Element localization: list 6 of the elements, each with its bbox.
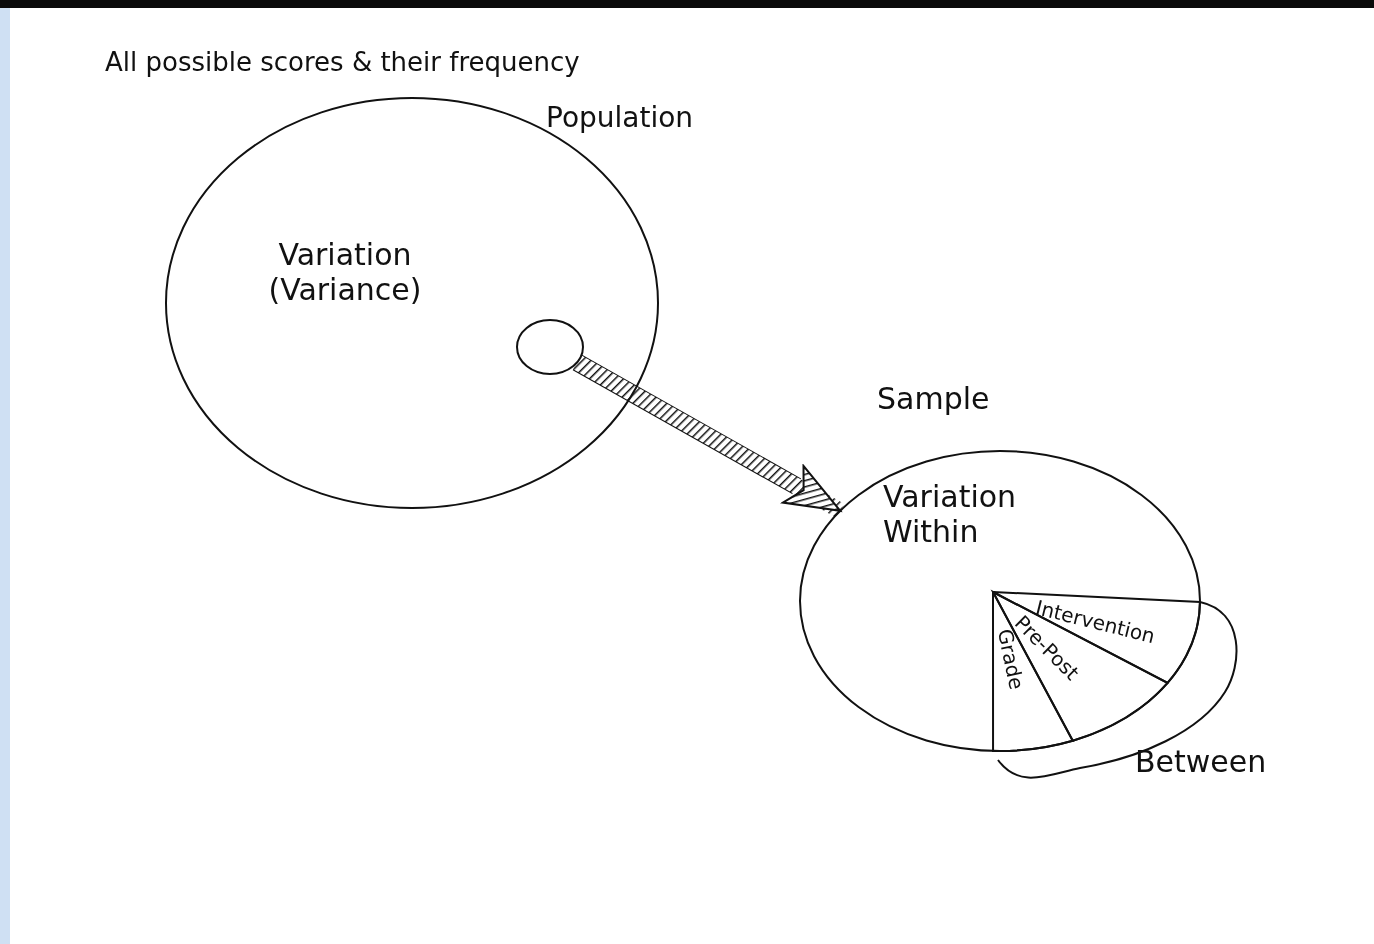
- node-label: Population: [546, 102, 695, 135]
- node-label: Sample: [877, 382, 991, 417]
- node-label: Variation (Variance): [267, 238, 423, 307]
- brace-label: Between: [1135, 744, 1267, 779]
- node-label: Variation Within: [883, 480, 1018, 549]
- heading: All possible scores & their frequency: [105, 48, 581, 78]
